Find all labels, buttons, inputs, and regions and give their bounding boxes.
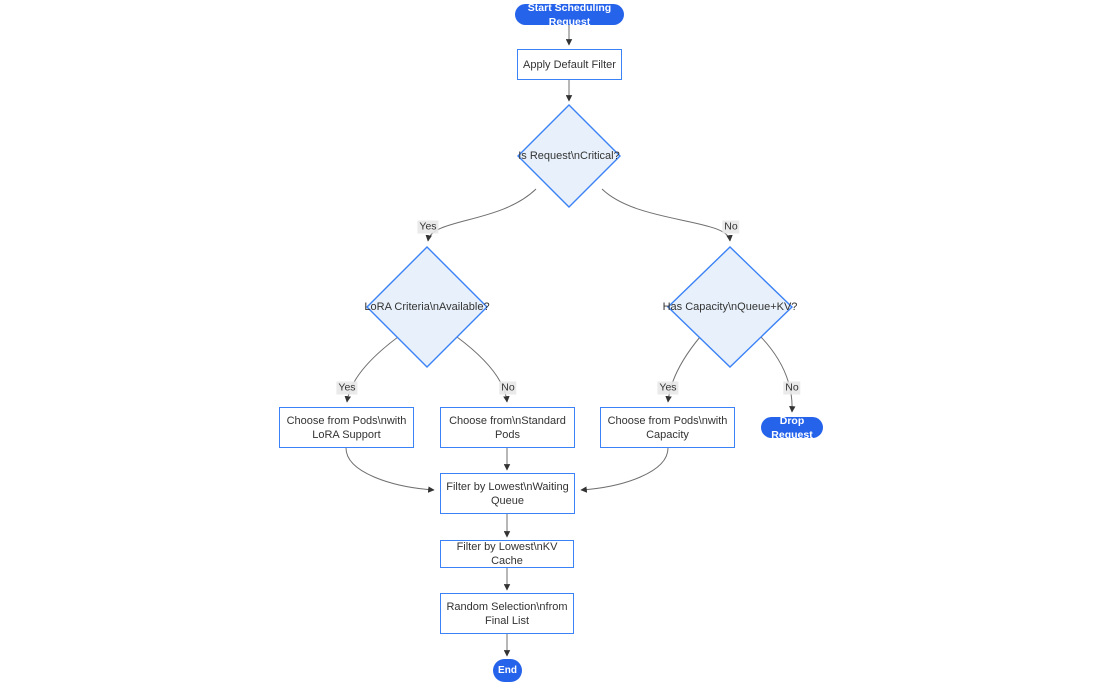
node-choose-lora-pods: Choose from Pods\nwith LoRA Support <box>279 407 414 448</box>
node-random-selection: Random Selection\nfrom Final List <box>440 593 574 634</box>
edge-lorapods-to-waiting <box>345 447 435 493</box>
node-choose-standard-pods: Choose from\nStandard Pods <box>440 407 575 448</box>
node-filter-kv-cache: Filter by Lowest\nKV Cache <box>440 540 574 568</box>
decision-lora-criteria-label: LoRA Criteria\nAvailable? <box>364 301 490 313</box>
node-start: Start Scheduling Request <box>515 2 624 28</box>
edge-critical-no <box>601 188 733 242</box>
edge-critical-yes <box>425 188 537 242</box>
edge-capacity-no <box>760 336 796 413</box>
edge-label-critical-no: No <box>722 220 740 234</box>
decision-lora-criteria-shape <box>366 246 488 368</box>
edge-label-critical-yes: Yes <box>417 220 439 234</box>
edge-capacity-yes <box>665 336 701 403</box>
decision-is-critical-label: Is Request\nCritical? <box>518 150 620 162</box>
edge-label-lora-yes: Yes <box>336 381 358 395</box>
edge-capacitypods-to-waiting <box>580 447 669 493</box>
node-end: End <box>493 659 522 682</box>
node-drop-request: Drop Request <box>761 415 823 441</box>
edge-label-lora-no: No <box>499 381 517 395</box>
decision-has-capacity-shape <box>666 246 794 368</box>
node-filter-waiting-queue: Filter by Lowest\nWaiting Queue <box>440 473 575 514</box>
edge-lora-no <box>456 336 510 403</box>
edge-label-capacity-yes: Yes <box>657 381 679 395</box>
decision-is-critical-shape <box>517 104 621 208</box>
edge-lora-yes <box>344 336 399 403</box>
edge-label-capacity-no: No <box>783 381 801 395</box>
decision-has-capacity-label: Has Capacity\nQueue+KV? <box>662 301 798 313</box>
node-choose-capacity-pods: Choose from Pods\nwith Capacity <box>600 407 735 448</box>
node-apply-default-filter: Apply Default Filter <box>517 49 622 80</box>
